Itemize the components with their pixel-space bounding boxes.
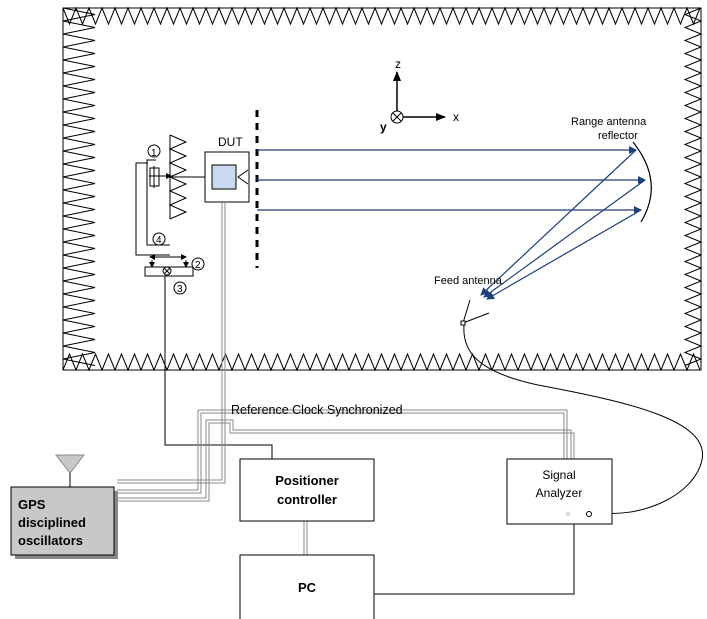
positioner-label-1: Positioner [275, 473, 339, 488]
gps-label-1: GPS [18, 497, 46, 512]
marker-1-label: 1 [151, 148, 157, 159]
marker-4-label: 4 [156, 235, 162, 246]
signal-analyzer-label-1: Signal [542, 468, 575, 482]
axis-z-label: z [395, 57, 401, 71]
positioner: 1 4 2 3 [135, 134, 205, 295]
range-reflector-label-2: reflector [598, 130, 638, 142]
marker-3-label: 3 [177, 284, 183, 295]
signal-analyzer-box: Signal Analyzer [506, 458, 613, 525]
marker-3-circle [173, 281, 187, 295]
gps-oscillator-box: GPS disciplined oscillators [10, 486, 118, 559]
signal-analyzer-label-2: Analyzer [536, 486, 583, 500]
rf-rays [257, 146, 646, 300]
gps-label-2: disciplined [18, 515, 86, 530]
marker-2-circle [191, 257, 205, 271]
absorber-left [62, 7, 96, 366]
marker-1-circle [147, 144, 161, 158]
absorber-bottom [62, 352, 701, 372]
dut-label: DUT [218, 135, 243, 149]
feed-antenna-label: Feed antenna [434, 275, 503, 287]
positioner-label-2: controller [277, 492, 337, 507]
absorber-top [62, 6, 701, 26]
dut: DUT [204, 135, 250, 203]
range-reflector-label-1: Range antenna [571, 116, 647, 128]
reference-clock-label: Reference Clock Synchronized [231, 403, 403, 417]
absorber-right [683, 7, 703, 366]
axis-x-label: x [453, 110, 459, 124]
signal-analyzer-port-1 [565, 511, 571, 517]
coordinate-axes: z x y [380, 57, 459, 134]
pc-label: PC [298, 580, 317, 595]
pc-box: PC [239, 554, 375, 619]
axis-y-label: y [380, 120, 387, 134]
positioner-controller-box: Positioner controller [239, 458, 375, 522]
gps-antenna-icon [54, 454, 86, 489]
marker-4-circle [152, 232, 166, 246]
anechoic-chamber [62, 6, 703, 372]
cables [117, 203, 703, 595]
marker-2-label: 2 [195, 260, 201, 271]
signal-analyzer-port-2 [586, 511, 592, 517]
gps-label-3: oscillators [18, 533, 83, 548]
range-antenna-reflector: Range antenna reflector [571, 116, 652, 223]
feed-antenna: Feed antenna [434, 275, 503, 326]
